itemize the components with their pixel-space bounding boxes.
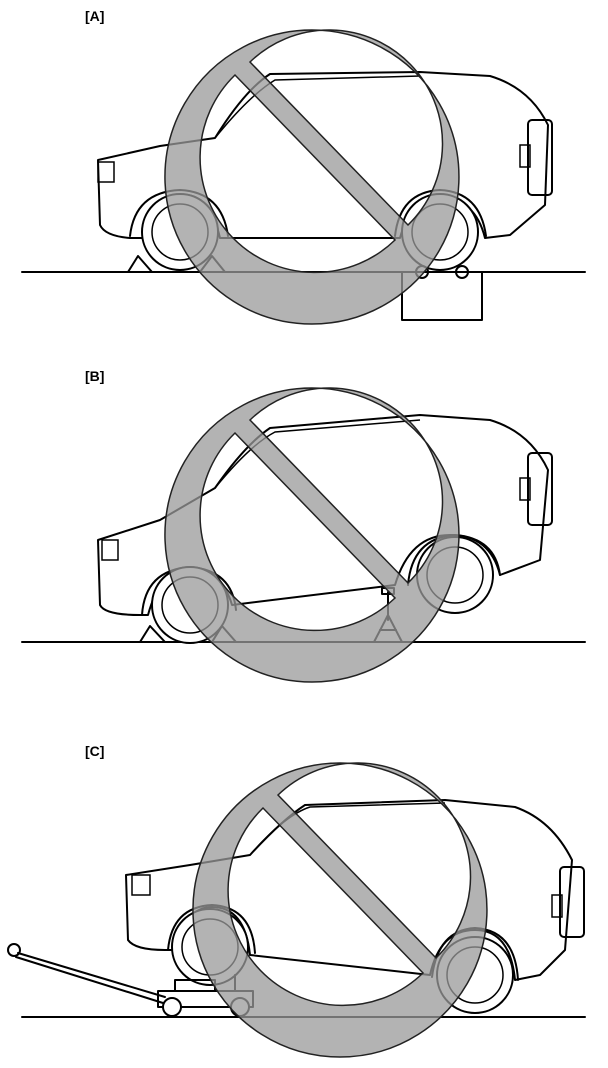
front-chock	[127, 255, 153, 273]
panel-b: [B]	[0, 360, 608, 700]
panel-b-illustration	[21, 387, 586, 683]
tail-light	[551, 894, 563, 918]
panel-c-illustration	[7, 762, 586, 1058]
panel-label-a: [A]	[85, 8, 105, 24]
block-roller-2	[455, 265, 469, 279]
rear-bumper	[559, 866, 585, 938]
rear-bumper	[527, 452, 553, 526]
head-light	[97, 161, 115, 183]
panel-c: [C]	[0, 735, 608, 1068]
head-light	[101, 539, 119, 561]
prohibition-sign-icon	[164, 29, 460, 325]
prohibition-sign-icon	[164, 387, 460, 683]
panel-label-c: [C]	[85, 743, 105, 759]
head-light	[131, 874, 151, 896]
car-roofline	[214, 75, 421, 139]
panel-label-b: [B]	[85, 368, 105, 384]
tail-light	[519, 477, 531, 501]
front-chock	[139, 625, 166, 643]
tail-light	[519, 144, 531, 168]
panel-a-illustration	[21, 29, 586, 325]
rear-bumper	[527, 119, 553, 196]
support-block	[401, 271, 483, 321]
prohibition-sign-icon	[192, 762, 488, 1058]
panel-a: [A]	[0, 0, 608, 340]
